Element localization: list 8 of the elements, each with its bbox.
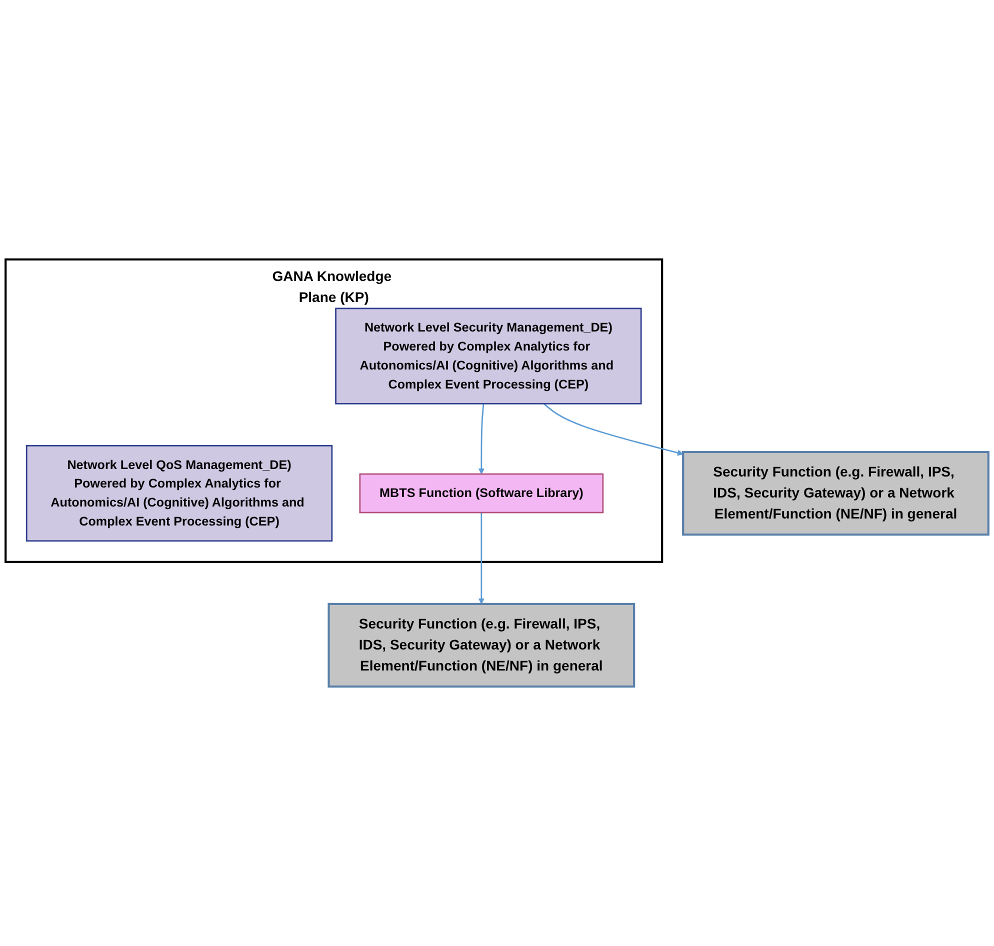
arrow <box>543 403 684 456</box>
node-box: Security Function (e.g. Firewall, IPS, IDS, Security Gateway) or a Network Element/Function (NE/NF) in general <box>328 602 636 688</box>
node-box: Network Level QoS Management_DE) Powered by Complex Analytics for Autonomics/AI (Cognitive) Algorithms and Complex Event Processing (CEP) <box>26 445 333 542</box>
arrow <box>478 404 484 474</box>
arrow <box>478 512 484 604</box>
node-box: Security Function (e.g. Firewall, IPS, IDS, Security Gateway) or a Network Element/Function (NE/NF) in general <box>682 450 990 536</box>
node-box: MBTS Function (Software Library) <box>359 473 604 514</box>
node-box: Network Level Security Management_DE) Powered by Complex Analytics for Autonomics/AI (Cognitive) Algorithms and Complex Event Processing (CEP) <box>335 308 642 404</box>
